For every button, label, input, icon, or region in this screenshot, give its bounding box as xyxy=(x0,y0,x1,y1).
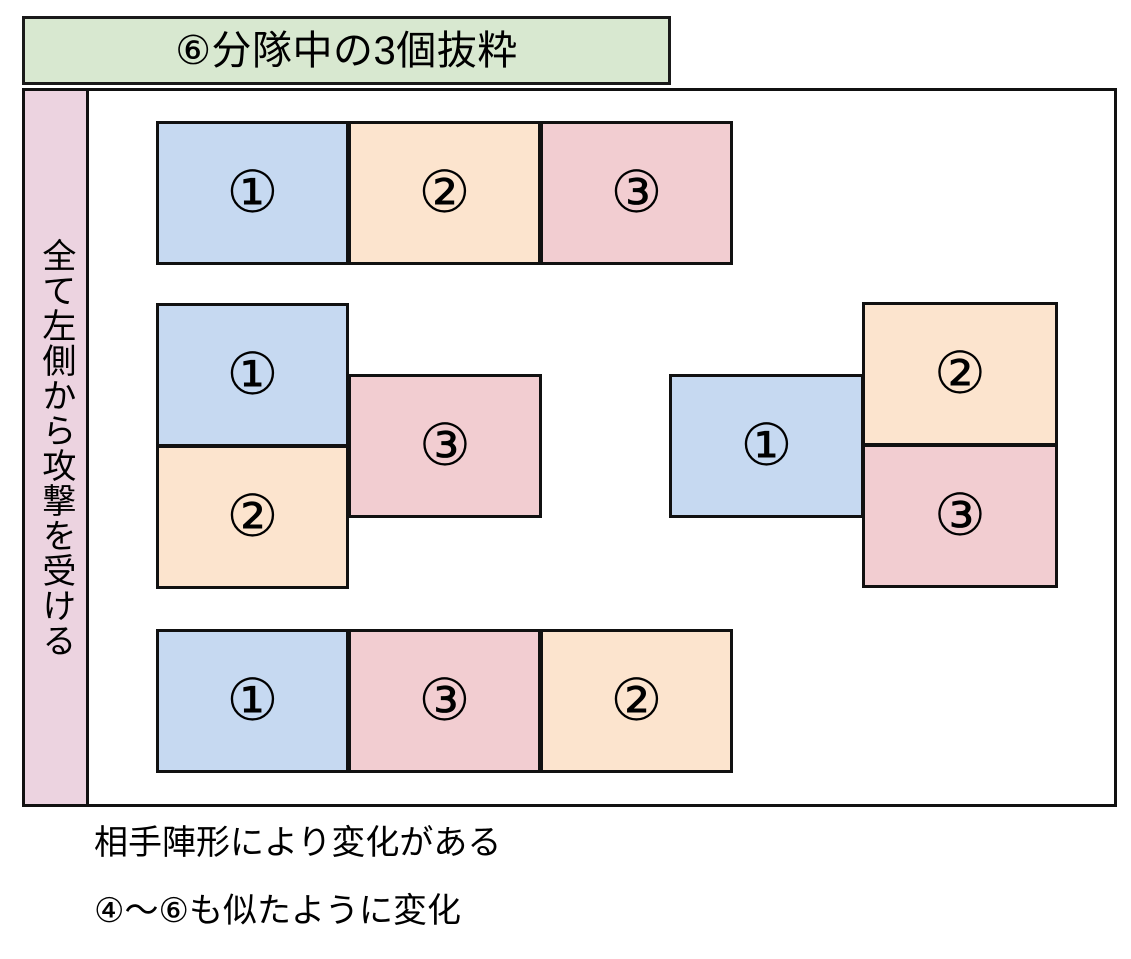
sidebar-vertical-text: 全て左側から攻撃を受ける xyxy=(36,237,75,658)
page-title: ⑥分隊中の3個抜粋 xyxy=(175,28,518,73)
formation-block-row2left-2: ② xyxy=(156,445,349,589)
formation-block-row1-2: ② xyxy=(348,121,541,265)
block-label: ③ xyxy=(418,668,471,733)
formation-block-row2right-1: ① xyxy=(669,374,864,518)
block-label: ① xyxy=(740,413,793,478)
block-label: ② xyxy=(610,668,663,733)
formation-block-row1-1: ① xyxy=(156,121,349,265)
block-label: ② xyxy=(934,341,986,406)
sidebar-attack-direction-label: 全て左側から攻撃を受ける xyxy=(22,88,89,807)
formation-block-row2right-2: ② xyxy=(862,302,1058,446)
caption-line-2: ④〜⑥も似たように変化 xyxy=(94,892,461,930)
block-label: ① xyxy=(226,668,279,733)
formation-block-row1-3: ③ xyxy=(540,121,733,265)
formation-block-row3-3: ② xyxy=(540,629,733,773)
block-label: ③ xyxy=(934,483,986,548)
caption-line-1: 相手陣形により変化がある xyxy=(94,824,502,862)
block-label: ② xyxy=(226,484,279,549)
formation-block-row3-2: ③ xyxy=(348,629,541,773)
formation-block-row2left-1: ① xyxy=(156,303,349,447)
formation-block-row2right-3: ③ xyxy=(862,444,1058,588)
block-label: ② xyxy=(418,160,471,225)
formation-block-row3-1: ① xyxy=(156,629,349,773)
caption-block: 相手陣形により変化がある ④〜⑥も似たように変化 xyxy=(94,826,894,928)
block-label: ③ xyxy=(419,413,471,478)
block-label: ① xyxy=(226,342,279,407)
formation-block-row2left-3: ③ xyxy=(348,374,542,518)
block-label: ③ xyxy=(610,160,663,225)
block-label: ① xyxy=(226,160,279,225)
title-banner: ⑥分隊中の3個抜粋 xyxy=(22,16,671,85)
